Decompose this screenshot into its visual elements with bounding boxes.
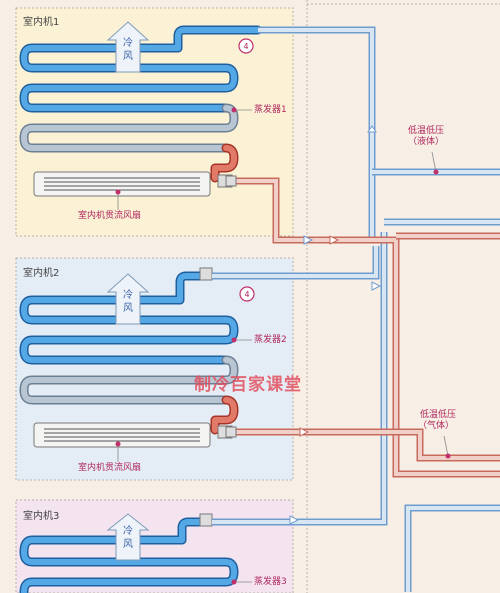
gas-flow-arrows	[299, 235, 340, 437]
unit1-title: 室内机1	[23, 17, 60, 28]
fan-2-label: 室内机贯流风扇	[78, 463, 142, 473]
evaporator-coil-1	[19, 25, 263, 183]
cold-air-arrow-3	[106, 513, 150, 561]
evaporator-3-label: 蒸发器3	[254, 577, 287, 587]
valve-3	[199, 513, 213, 527]
cold-air-label-3a: 冷	[123, 526, 133, 537]
leader-lines	[117, 109, 449, 583]
evaporator-coil-3	[19, 517, 239, 593]
badge-circles	[238, 38, 255, 302]
cold-air-arrow-1	[106, 21, 150, 73]
liquid-pipe-label-line1: 低温低压	[408, 126, 445, 136]
outdoor-frame	[306, 0, 500, 593]
watermark: 制冷百家课堂	[194, 375, 302, 395]
badge-2: 4	[244, 290, 250, 299]
gas-valve-1	[225, 175, 237, 187]
unit2-title: 室内机2	[23, 268, 60, 279]
cold-air-label-2a: 冷	[123, 290, 133, 301]
cold-air-label-1a: 冷	[123, 38, 133, 49]
flow-arrows	[289, 125, 382, 525]
gas-valve-2	[225, 426, 237, 438]
liquid-pipe-label-line2: （液体）	[408, 137, 445, 147]
fan-unit-1	[33, 171, 233, 197]
liquid-pipes	[212, 26, 500, 592]
cold-air-label-1b: 风	[123, 51, 133, 62]
gas-pipe-label-line1: 低温低压	[420, 410, 457, 420]
unit3-title: 室内机3	[23, 511, 60, 522]
evaporator-2-label: 蒸发器2	[254, 335, 287, 345]
gas-pipe-label-line2: （气体）	[418, 421, 455, 431]
fan-1-label: 室内机贯流风扇	[78, 211, 142, 221]
evaporator-coil-2	[19, 271, 239, 435]
cold-air-label-2b: 风	[123, 303, 133, 314]
cold-air-label-3b: 风	[123, 539, 133, 550]
callout-dots	[115, 107, 451, 585]
evaporator-1-label: 蒸发器1	[254, 105, 287, 115]
badge-1: 4	[243, 42, 249, 51]
cold-air-arrow-2	[106, 273, 150, 325]
